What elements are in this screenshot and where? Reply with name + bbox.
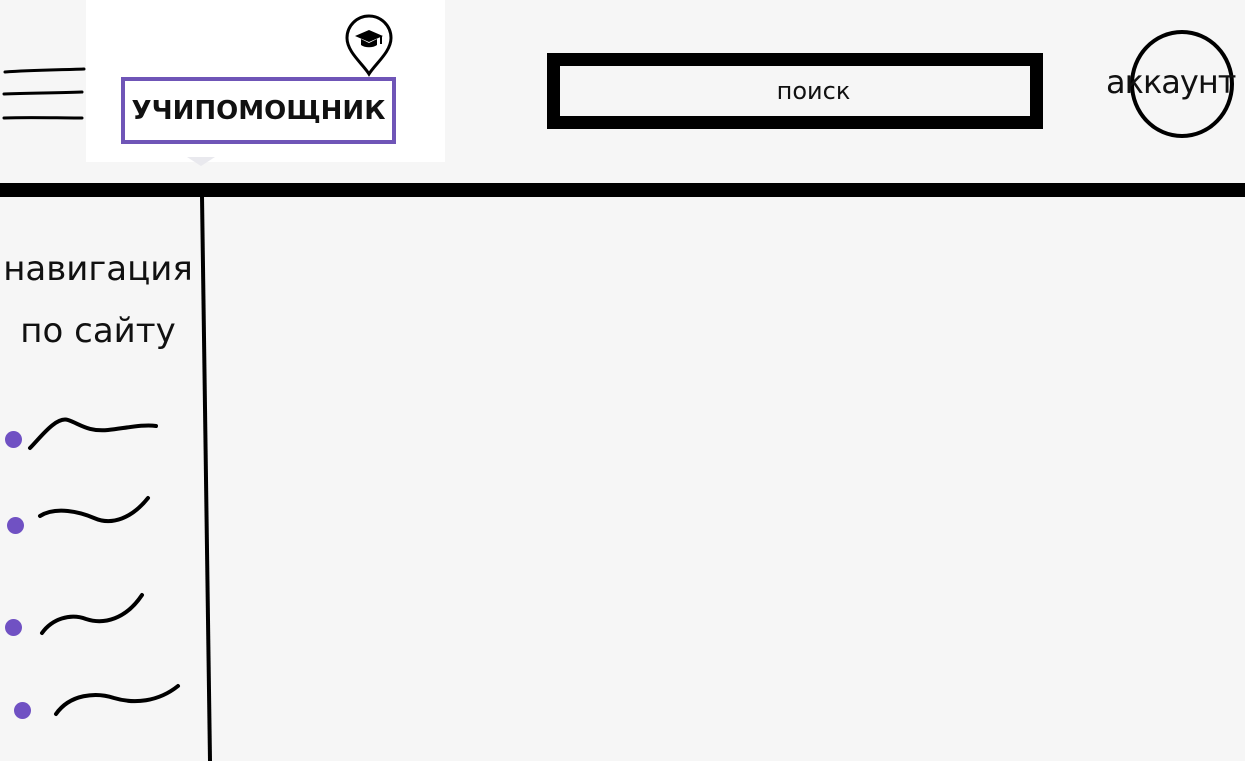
header-divider [0,183,1245,197]
account-label: аккаунт [1106,63,1236,101]
hamburger-menu-icon[interactable] [2,64,86,124]
nav-item-placeholder-scribble [28,417,158,450]
nav-bullet-icon [5,619,22,636]
nav-item-placeholder-scribble [40,593,144,635]
site-logo[interactable]: УЧИПОМОЩНИК [121,77,396,144]
sidebar-nav-item-2[interactable] [0,490,160,550]
sidebar-title-line1: навигация [3,249,193,289]
sidebar-title: навигация по сайту [0,238,196,362]
account-circle [1130,30,1234,138]
search-box[interactable] [547,53,1043,129]
sidebar-nav-item-1[interactable] [0,405,165,465]
nav-bullet-icon [14,702,31,719]
account-button[interactable]: аккаунт [1104,30,1242,142]
search-input[interactable] [560,66,1030,116]
sidebar-nav-item-3[interactable] [0,587,150,647]
sidebar-divider [200,196,212,761]
logo-panel-notch [187,157,215,166]
graduation-cap-pin-icon [345,14,393,77]
logo-text: УЧИПОМОЩНИК [131,95,386,126]
nav-bullet-icon [5,431,22,448]
nav-item-placeholder-scribble [38,496,150,524]
nav-item-placeholder-scribble [54,684,180,716]
logo-panel: УЧИПОМОЩНИК [86,0,445,166]
nav-bullet-icon [7,517,24,534]
sidebar-nav-item-4[interactable] [0,676,185,736]
main-content-area [214,197,1245,761]
sidebar-title-line2: по сайту [20,311,176,351]
